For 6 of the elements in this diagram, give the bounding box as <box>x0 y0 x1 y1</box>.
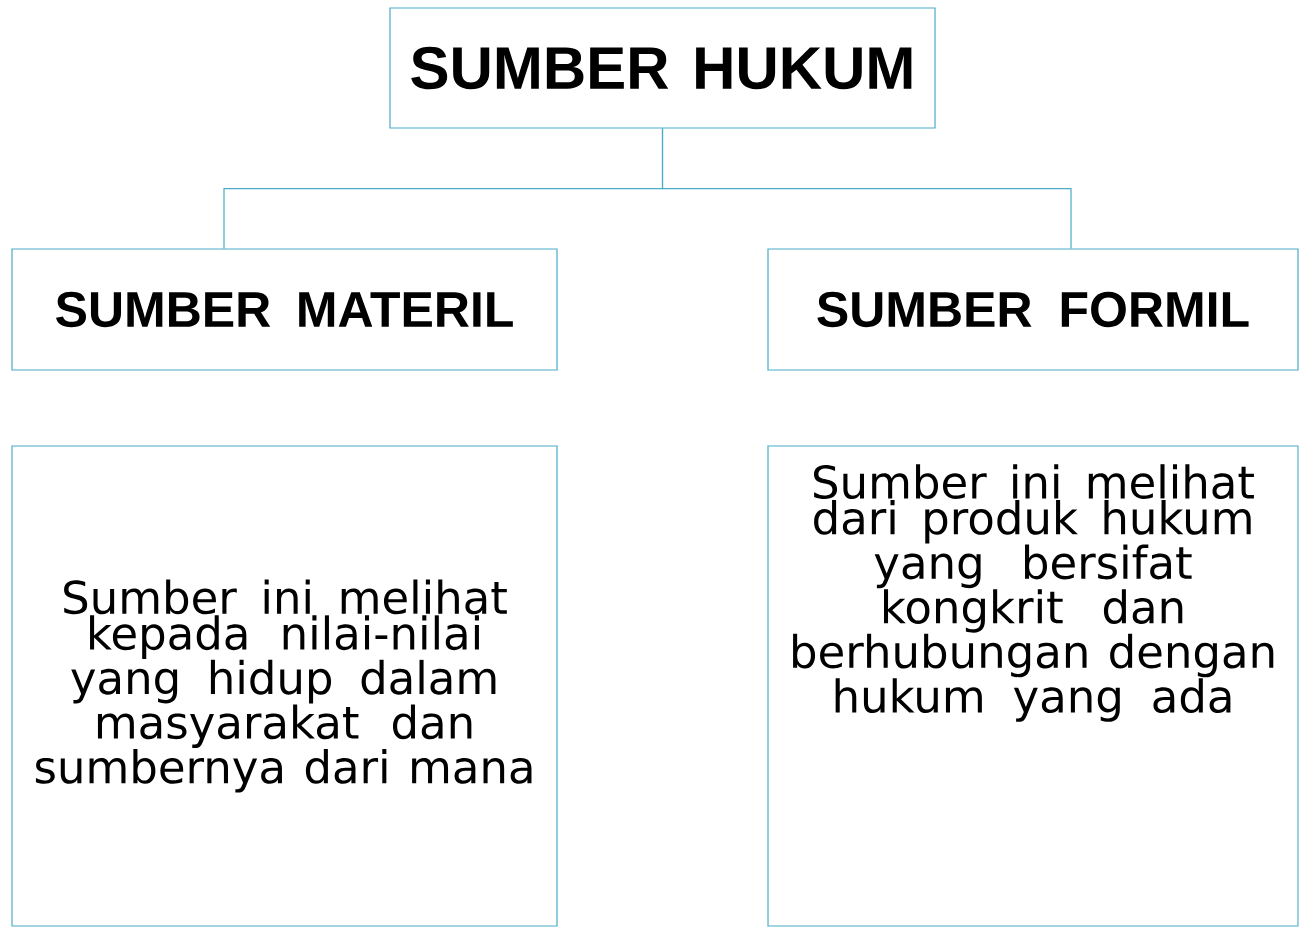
description-box: Sumber ini melihat kepada nilai-nilai yang hidup dalam masyarakat dan sumbernya dari mana <box>11 445 558 927</box>
heading-box: SUMBER MATERIL <box>11 248 558 371</box>
heading-box: SUMBER FORMIL <box>767 248 1299 371</box>
description-box: Sumber ini melihat dari produk hukum yang bersifat kongkrit dan berhubungan dengan hukum yang ada <box>767 445 1299 927</box>
connector-line <box>661 128 1072 249</box>
heading-box: SUMBER HUKUM <box>389 7 936 129</box>
